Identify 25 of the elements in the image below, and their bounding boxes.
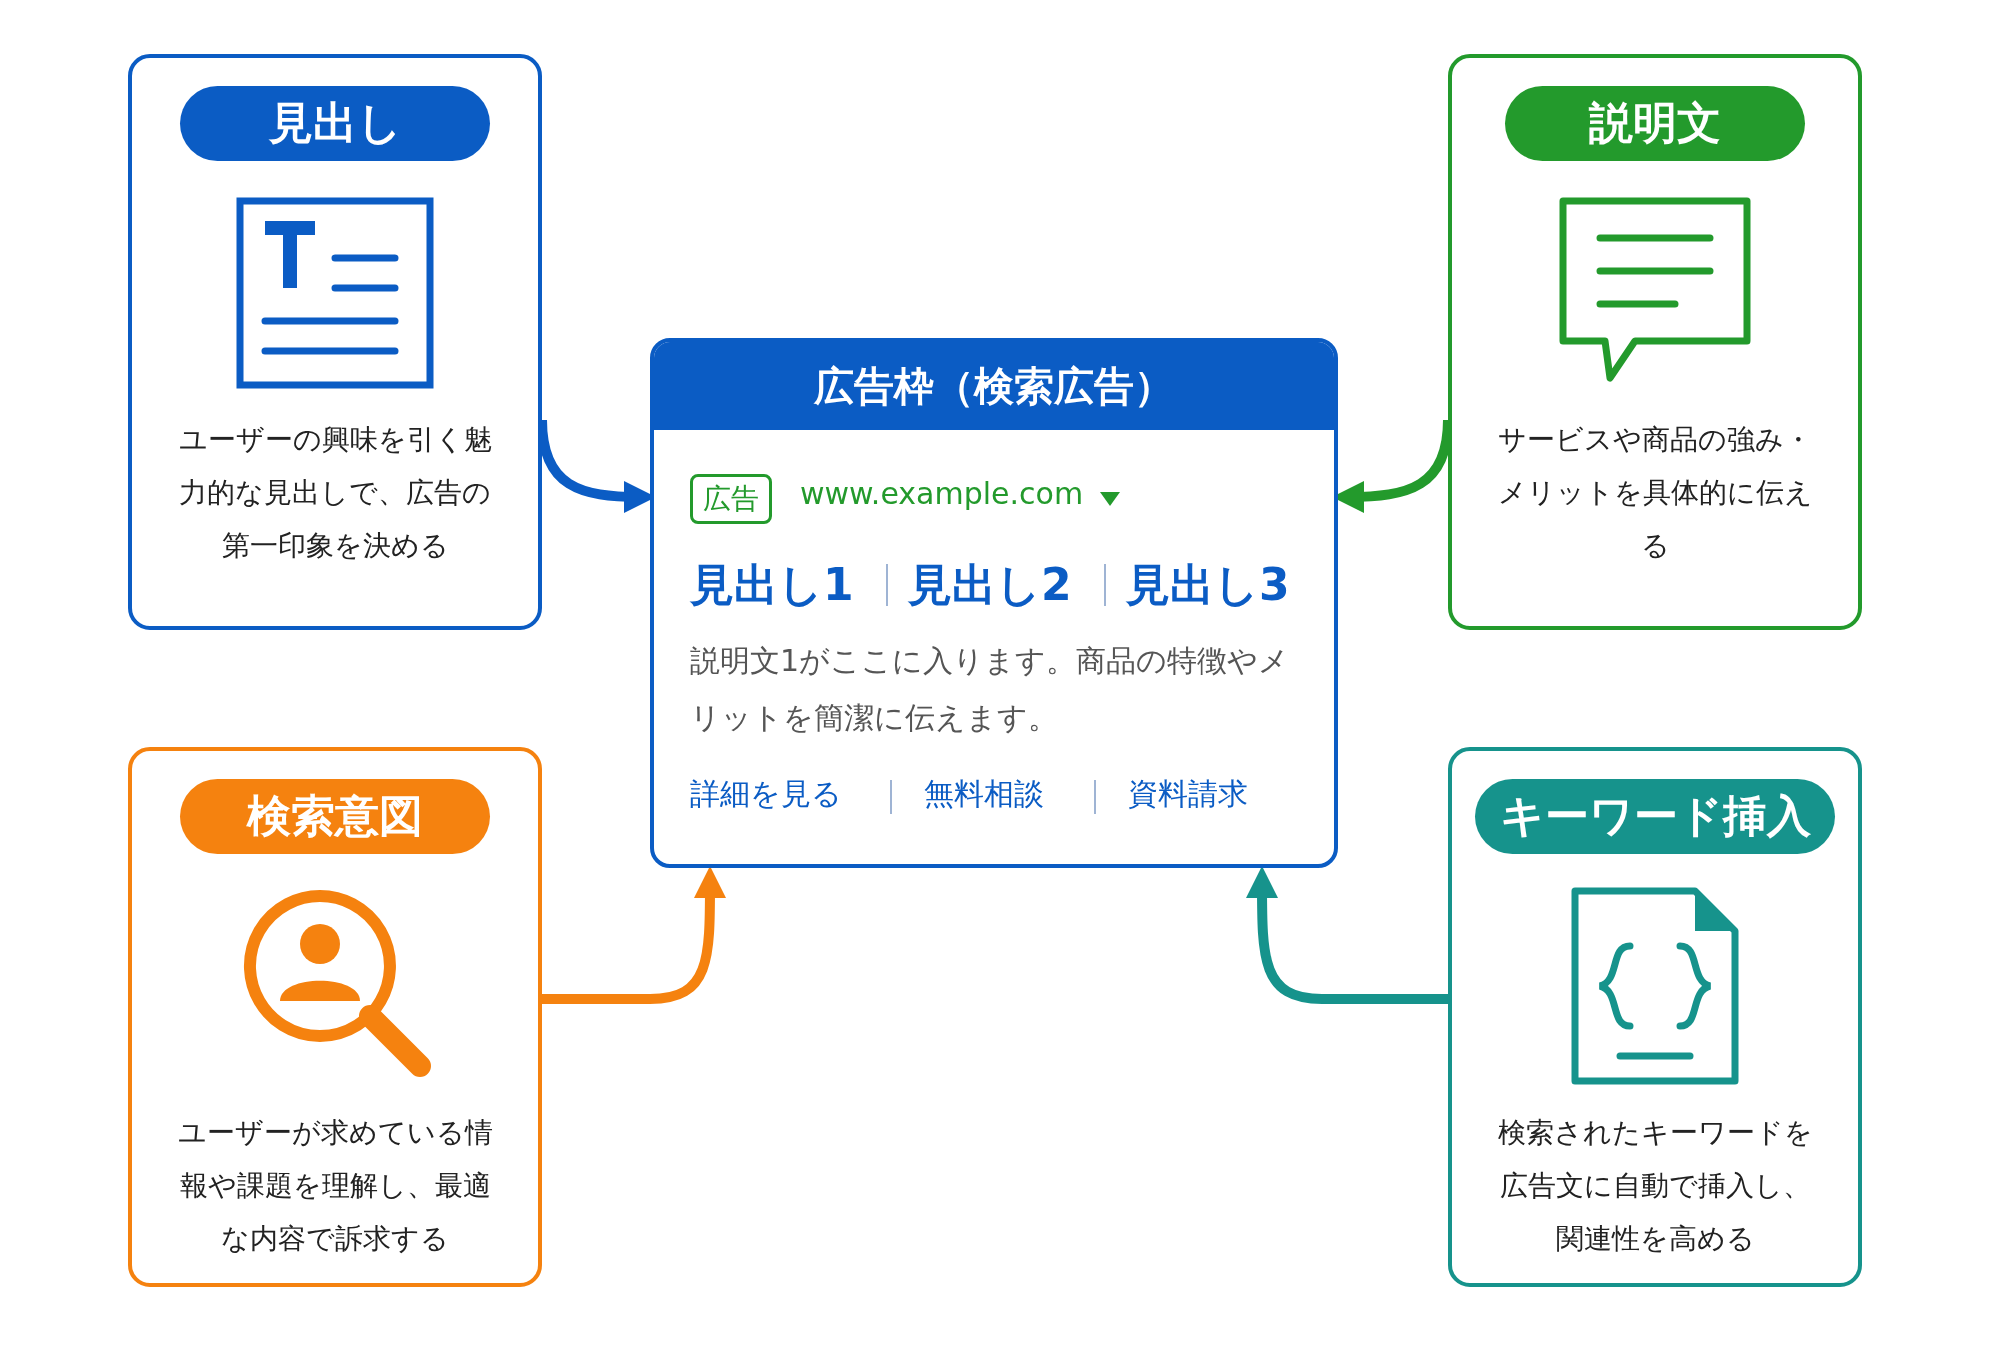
ad-card (650, 338, 1338, 868)
description-text: ユーザーの興味を引く魅力的な見出しで、広告の第一印象を決める (177, 422, 493, 565)
headline-link: 見出し3 (1126, 558, 1290, 612)
headline-link: 見出し2 (908, 558, 1072, 612)
headline-link: 見出し1 (690, 558, 854, 612)
title-pill: 検索意図 (180, 779, 490, 854)
link: 無料相談 (924, 775, 1044, 813)
info-card (128, 747, 542, 1287)
arrow (1246, 866, 1448, 1004)
info-card (128, 54, 542, 630)
link: 資料請求 (1128, 775, 1248, 813)
info-card (1448, 54, 1862, 630)
header-bar: 広告枠（検索広告） (654, 342, 1334, 430)
title-pill: キーワード挿入 (1475, 779, 1835, 854)
description-text: ユーザーが求めている情報や課題を理解し、最適な内容で訴求する (176, 1115, 494, 1258)
description-text: 検索されたキーワードを広告文に自動で挿入し、関連性を高める (1496, 1115, 1814, 1258)
title-pill: 説明文 (1505, 86, 1805, 161)
title-pill: 見出し (180, 86, 490, 161)
info-card (1448, 747, 1862, 1287)
arrow (542, 866, 726, 1004)
description-text: サービスや商品の強み・メリットを具体的に伝える (1496, 422, 1814, 565)
url-text: www.example.com (800, 476, 1084, 511)
ad-badge: 広告 (690, 474, 772, 524)
link: 詳細を見る (690, 775, 842, 813)
ad-description: 説明文1がここに入ります。商品の特徴やメリットを簡潔に伝えます。 (690, 642, 1291, 737)
